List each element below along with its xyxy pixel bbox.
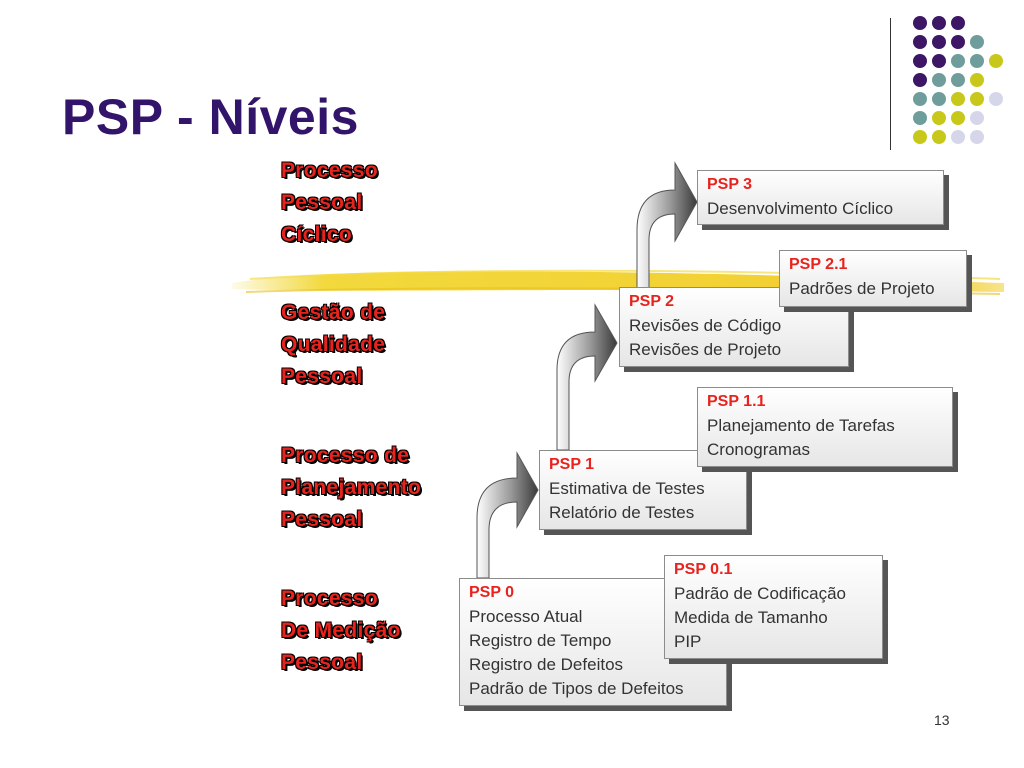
arrow-psp1-to-psp2: [556, 303, 618, 451]
decorative-dot: [913, 73, 927, 87]
box-item: Medida de Tamanho: [674, 608, 828, 627]
decorative-dot: [932, 92, 946, 106]
decorative-dot: [913, 16, 927, 30]
decorative-dot: [951, 111, 965, 125]
box-item: Registro de Defeitos: [469, 655, 624, 674]
header-divider-line: [890, 18, 891, 150]
decorative-dot: [932, 54, 946, 68]
box-heading: PSP 1: [549, 456, 595, 473]
decorative-dot: [951, 130, 965, 144]
decorative-dot: [970, 92, 984, 106]
box-item: Cronogramas: [707, 440, 810, 459]
box-item: Revisões de Código: [629, 316, 782, 335]
arrow-psp2-to-psp3: [636, 161, 698, 289]
box-item: Padrões de Projeto: [789, 279, 935, 298]
decorative-dot: [913, 54, 927, 68]
box-heading: PSP 1.1: [707, 393, 766, 410]
box-item: Padrão de Codificação: [674, 584, 847, 603]
page-number: 13: [934, 712, 950, 728]
decorative-dot: [913, 35, 927, 49]
decorative-dot: [932, 73, 946, 87]
box-item: Revisões de Projeto: [629, 340, 782, 359]
decorative-dot-grid: [913, 16, 1003, 144]
decorative-dot: [970, 73, 984, 87]
decorative-dot: [932, 130, 946, 144]
decorative-dot: [932, 111, 946, 125]
decorative-dot: [989, 92, 1003, 106]
box-item: Estimativa de Testes: [549, 479, 705, 498]
box-heading: PSP 0: [469, 584, 515, 601]
box-heading: PSP 2.1: [789, 256, 848, 273]
decorative-dot: [970, 111, 984, 125]
box-psp2-1: PSP 2.1 Padrões de Projeto: [779, 250, 967, 307]
box-item: PIP: [674, 632, 702, 651]
box-psp1: PSP 1 Estimativa de Testes Relatório de …: [539, 450, 747, 530]
box-psp0-1: PSP 0.1 Padrão de Codificação Medida de …: [664, 555, 883, 659]
decorative-dot: [913, 92, 927, 106]
decorative-dot: [951, 35, 965, 49]
decorative-dot: [951, 73, 965, 87]
decorative-dot: [951, 92, 965, 106]
box-item: Padrão de Tipos de Defeitos: [469, 679, 684, 698]
decorative-dot: [913, 130, 927, 144]
box-psp1-1: PSP 1.1 Planejamento de Tarefas Cronogra…: [697, 387, 953, 467]
box-item: Planejamento de Tarefas: [707, 416, 895, 435]
decorative-dot: [932, 16, 946, 30]
decorative-dot: [932, 35, 946, 49]
decorative-dot: [951, 16, 965, 30]
box-heading: PSP 0.1: [674, 561, 733, 578]
decorative-dot: [913, 111, 927, 125]
slide-title: PSP - Níveis: [62, 89, 359, 145]
box-heading: PSP 3: [707, 176, 753, 193]
box-psp3: PSP 3 Desenvolvimento Cíclico: [697, 170, 944, 225]
box-heading: PSP 2: [629, 293, 675, 310]
decorative-dot: [970, 35, 984, 49]
decorative-dot: [970, 130, 984, 144]
box-item: Processo Atual: [469, 607, 583, 626]
box-item: Desenvolvimento Cíclico: [707, 199, 894, 218]
arrow-psp0-to-psp1: [476, 451, 539, 579]
decorative-dot: [951, 54, 965, 68]
decorative-dot: [989, 54, 1003, 68]
decorative-dot: [970, 54, 984, 68]
box-item: Registro de Tempo: [469, 631, 612, 650]
box-item: Relatório de Testes: [549, 503, 695, 522]
